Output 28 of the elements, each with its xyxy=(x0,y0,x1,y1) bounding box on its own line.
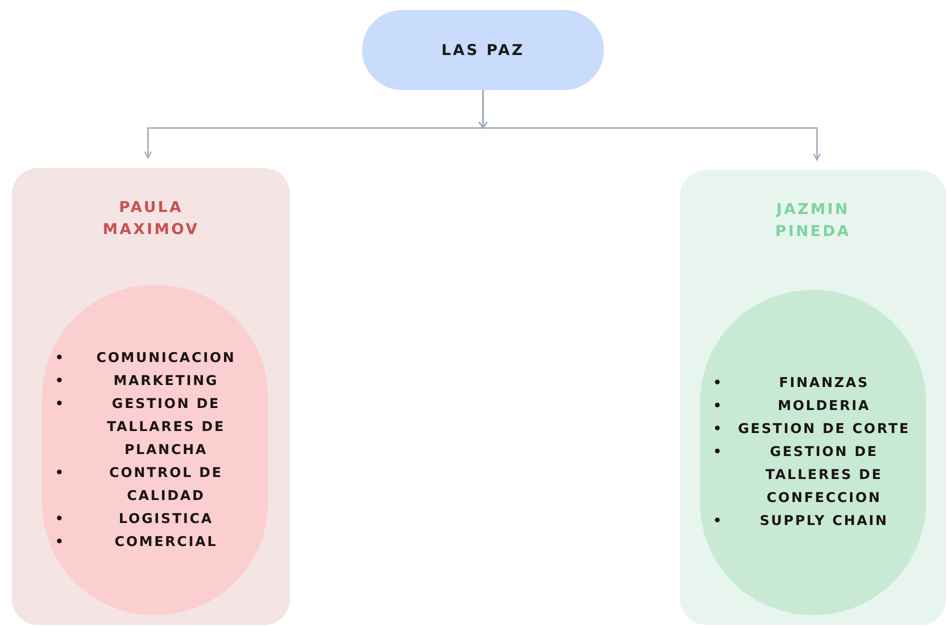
bullet: • xyxy=(713,512,724,531)
bullet: • xyxy=(55,532,66,552)
node-title: LAS PAZ xyxy=(441,41,525,59)
bullet: • xyxy=(713,397,724,416)
bullet: • xyxy=(713,374,724,393)
bullet: • xyxy=(55,394,66,414)
task-item: CONTROL DE CALIDAD xyxy=(108,464,224,506)
bullet: • xyxy=(55,464,66,482)
task-item: SUPPLY CHAIN xyxy=(758,512,890,531)
person-name: PAULA MAXIMOV xyxy=(102,197,200,240)
task-item: LOGISTICA xyxy=(118,510,214,528)
task-item: COMUNICACION xyxy=(95,348,237,368)
bullet: • xyxy=(55,510,66,528)
task-item: GESTION DE TALLARES DE PLANCHA xyxy=(106,394,226,460)
person-panel xyxy=(12,168,290,625)
bullet: • xyxy=(55,348,66,368)
person-panel xyxy=(680,170,946,625)
person-name: JAZMIN PINEDA xyxy=(774,199,852,242)
task-item: COMERCIAL xyxy=(114,532,218,552)
bullet: • xyxy=(55,372,66,390)
connector-arrow xyxy=(482,90,821,161)
task-item: GESTION DE TALLERES DE CONFECCION xyxy=(764,443,884,508)
task-item: FINANZAS xyxy=(778,374,870,393)
task-item: GESTION DE CORTE xyxy=(736,420,912,439)
task-item: MOLDERIA xyxy=(776,397,872,416)
task-item: MARKETING xyxy=(112,372,220,390)
bullet: • xyxy=(713,420,724,439)
bullet: • xyxy=(713,443,724,462)
